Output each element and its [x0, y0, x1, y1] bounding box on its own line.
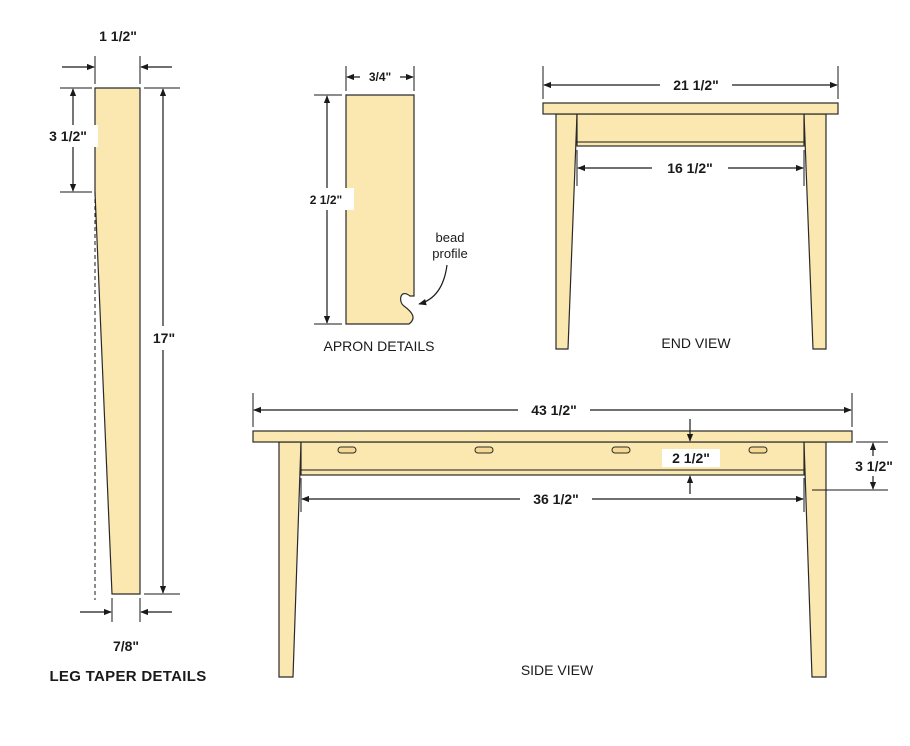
end-view-top: [542, 102, 839, 115]
leg-taper-title: LEG TAPER DETAILS: [49, 668, 206, 685]
apron-height-label: 2 1/2": [310, 193, 342, 207]
end-view-apron: [576, 113, 805, 147]
leg-taper-details: 1 1/2" 3 1/2" 17" 7/8" LEG TAPER DETAILS: [40, 28, 206, 685]
side-top-to-apron-label: 3 1/2": [855, 458, 893, 474]
leg-profile: [94, 87, 141, 595]
leg-bottom-width-label: 7/8": [113, 638, 139, 654]
apron-title: APRON DETAILS: [324, 338, 435, 354]
side-view-top: [252, 430, 853, 443]
side-view-title: SIDE VIEW: [521, 662, 594, 678]
bead-note-arrow: [418, 264, 448, 306]
apron-thickness-label: 3/4": [369, 70, 391, 84]
taper-start-label: 3 1/2": [49, 128, 87, 144]
side-view-right-leg: [803, 441, 827, 678]
end-view-title: END VIEW: [661, 335, 731, 351]
side-view-left-leg: [278, 441, 302, 678]
pocket-hole: [611, 446, 631, 454]
end-view-left-leg: [555, 113, 578, 350]
pocket-hole: [337, 446, 357, 454]
side-view: 43 1/2" 2 1/2" 36 1/2" 3 1/2" SIDE VIEW: [252, 393, 900, 678]
apron-profile: [345, 94, 415, 325]
side-apron-height-label: 2 1/2": [672, 450, 710, 466]
pocket-hole: [474, 446, 494, 454]
side-between-legs-label: 36 1/2": [533, 491, 579, 507]
bead-note-line1: bead: [436, 230, 465, 245]
leg-length-label: 17": [153, 330, 175, 346]
pocket-hole: [748, 446, 768, 454]
leg-top-width-label: 1 1/2": [99, 28, 137, 44]
end-between-legs-label: 16 1/2": [667, 160, 713, 176]
end-view-right-leg: [803, 113, 827, 350]
side-top-length-label: 43 1/2": [531, 402, 577, 418]
end-top-width-label: 21 1/2": [673, 77, 719, 93]
apron-details: 3/4" 2 1/2" bead profile APRON DETAILS: [300, 66, 468, 354]
bead-note-line2: profile: [432, 246, 467, 261]
end-view: 21 1/2" 16 1/2" END VIEW: [542, 66, 839, 351]
